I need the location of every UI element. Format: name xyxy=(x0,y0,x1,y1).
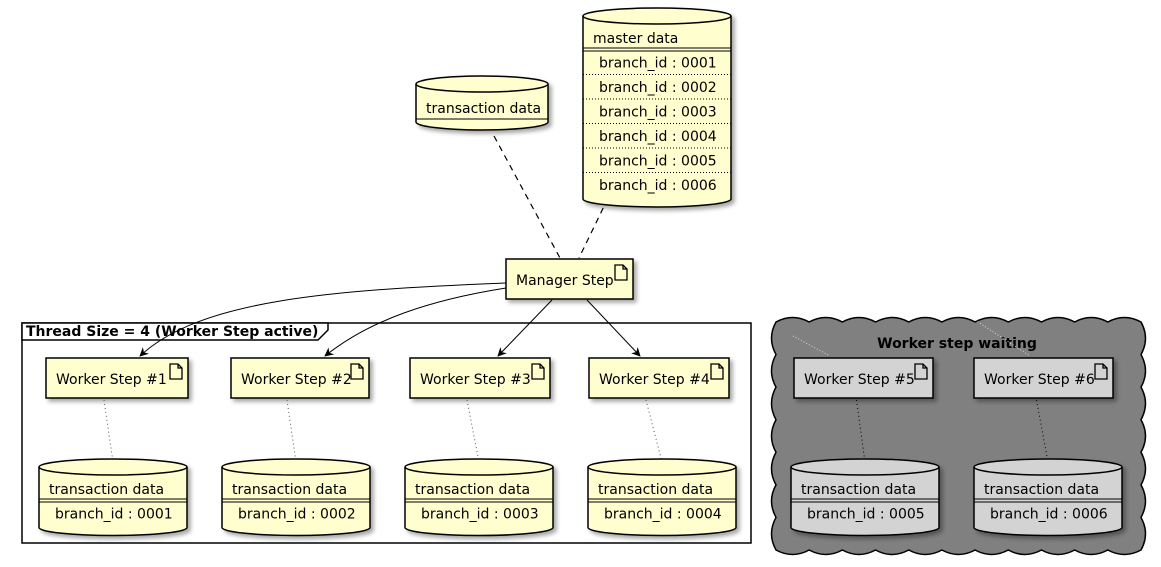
worker-step-1: Worker Step #1 xyxy=(45,357,189,399)
database-cylinder-icon xyxy=(404,458,554,537)
manager-to-worker-4-arrow xyxy=(586,299,641,357)
worker-5-db-link xyxy=(856,399,866,463)
frame-title: Thread Size = 4 (Worker Step active) xyxy=(26,324,318,340)
transaction-source-title: transaction data xyxy=(426,101,541,117)
worker-3-transaction-data-row: branch_id : 0003 xyxy=(421,507,539,523)
master-data-title: master data xyxy=(593,31,678,47)
worker-step-6-label: Worker Step #6 xyxy=(984,372,1095,388)
worker-3-transaction-data: transaction data branch_id : 0003 xyxy=(404,458,554,537)
database-cylinder-icon xyxy=(790,458,940,537)
worker-4-transaction-data: transaction data branch_id : 0004 xyxy=(587,458,737,537)
worker-step-3-box xyxy=(409,357,551,399)
worker-5-transaction-data-title: transaction data xyxy=(801,482,916,498)
master-data-row: branch_id : 0006 xyxy=(599,178,717,194)
transaction-data-source-database: transaction data xyxy=(415,75,549,131)
master-data-link xyxy=(578,197,609,259)
worker-step-3: Worker Step #3 xyxy=(409,357,551,399)
worker-6-transaction-data-title: transaction data xyxy=(984,482,1099,498)
manager-to-worker-3-arrow xyxy=(497,299,553,357)
worker-1-transaction-data: transaction data branch_id : 0001 xyxy=(38,458,188,537)
database-cylinder-icon xyxy=(221,458,371,537)
manager-step-node: Manager Step xyxy=(505,258,634,300)
worker-4-transaction-data-title: transaction data xyxy=(598,482,713,498)
worker-6-transaction-data-row: branch_id : 0006 xyxy=(990,507,1108,523)
worker-step-4: Worker Step #4 xyxy=(588,357,730,399)
master-data: master data branch_id : 0001 branch_id : 0… xyxy=(582,7,732,208)
frame-tab xyxy=(21,322,329,341)
database-cylinder-icon xyxy=(587,458,737,537)
worker-6-transaction-data: transaction data branch_id : 0006 xyxy=(973,458,1123,537)
worker-step-5-box xyxy=(793,357,934,399)
manager-step-box xyxy=(505,258,634,300)
active-workers-frame: Thread Size = 4 (Worker Step active) xyxy=(21,322,752,544)
cloud-title: Worker step waiting xyxy=(877,336,1037,352)
master-data-row: branch_id : 0001 xyxy=(599,56,717,72)
document-icon xyxy=(914,363,928,380)
worker-1-db-link xyxy=(103,399,114,463)
worker-step-4-box xyxy=(588,357,730,399)
worker-step-5-label: Worker Step #5 xyxy=(804,372,915,388)
database-cylinder-icon xyxy=(973,458,1123,537)
worker-step-6-box xyxy=(973,357,1114,399)
document-icon xyxy=(169,363,183,380)
worker-step-1-label: Worker Step #1 xyxy=(56,372,167,388)
worker-steps: Worker Step #1 Worker Step #2 Worker Step … xyxy=(45,357,1114,399)
master-data-row: branch_id : 0003 xyxy=(599,105,717,121)
worker-step-2-box xyxy=(230,357,370,399)
waiting-link-6 xyxy=(974,319,1031,357)
worker-1-transaction-data-row: branch_id : 0001 xyxy=(55,507,173,523)
manager-to-worker-2-arrow xyxy=(324,287,507,357)
worker-3-db-link xyxy=(466,399,480,463)
worker-step-4-label: Worker Step #4 xyxy=(599,372,710,388)
worker-6-db-link xyxy=(1036,399,1049,463)
manager-step: Manager Step xyxy=(505,258,634,300)
database-cylinder-icon xyxy=(38,458,188,537)
worker-2-transaction-data-title: transaction data xyxy=(232,482,347,498)
master-data-row: branch_id : 0002 xyxy=(599,80,717,96)
worker-step-1-box xyxy=(45,357,189,399)
worker-step-5: Worker Step #5 xyxy=(793,357,934,399)
worker-1-transaction-data-title: transaction data xyxy=(49,482,164,498)
document-icon xyxy=(531,363,545,380)
worker-step-2-label: Worker Step #2 xyxy=(241,372,352,388)
document-icon xyxy=(614,264,628,281)
master-data-database: master data branch_id : 0001 branch_id : 0… xyxy=(582,7,732,208)
worker-5-transaction-data-row: branch_id : 0005 xyxy=(807,507,925,523)
transaction-source-link xyxy=(493,135,561,259)
worker-2-transaction-data-row: branch_id : 0002 xyxy=(238,507,356,523)
document-icon xyxy=(350,363,364,380)
worker-4-db-link xyxy=(645,399,663,463)
waiting-link-5 xyxy=(792,335,831,357)
master-data-row: branch_id : 0005 xyxy=(599,154,717,170)
database-cylinder-icon xyxy=(582,7,732,208)
master-data-row: branch_id : 0004 xyxy=(599,129,717,145)
worker-step-2: Worker Step #2 xyxy=(230,357,370,399)
manager-to-worker-1-arrow xyxy=(139,282,507,357)
database-cylinder-icon xyxy=(415,75,549,131)
connectors xyxy=(139,135,1031,357)
worker-5-transaction-data: transaction data branch_id : 0005 xyxy=(790,458,940,537)
document-icon xyxy=(710,363,724,380)
worker-4-transaction-data-row: branch_id : 0004 xyxy=(604,507,722,523)
worker-step-3-label: Worker Step #3 xyxy=(420,372,531,388)
worker-3-transaction-data-title: transaction data xyxy=(415,482,530,498)
worker-step-6: Worker Step #6 xyxy=(973,357,1114,399)
worker-2-transaction-data: transaction data branch_id : 0002 xyxy=(221,458,371,537)
document-icon xyxy=(1094,363,1108,380)
manager-step-label: Manager Step xyxy=(516,273,614,289)
worker-2-db-link xyxy=(286,399,297,463)
